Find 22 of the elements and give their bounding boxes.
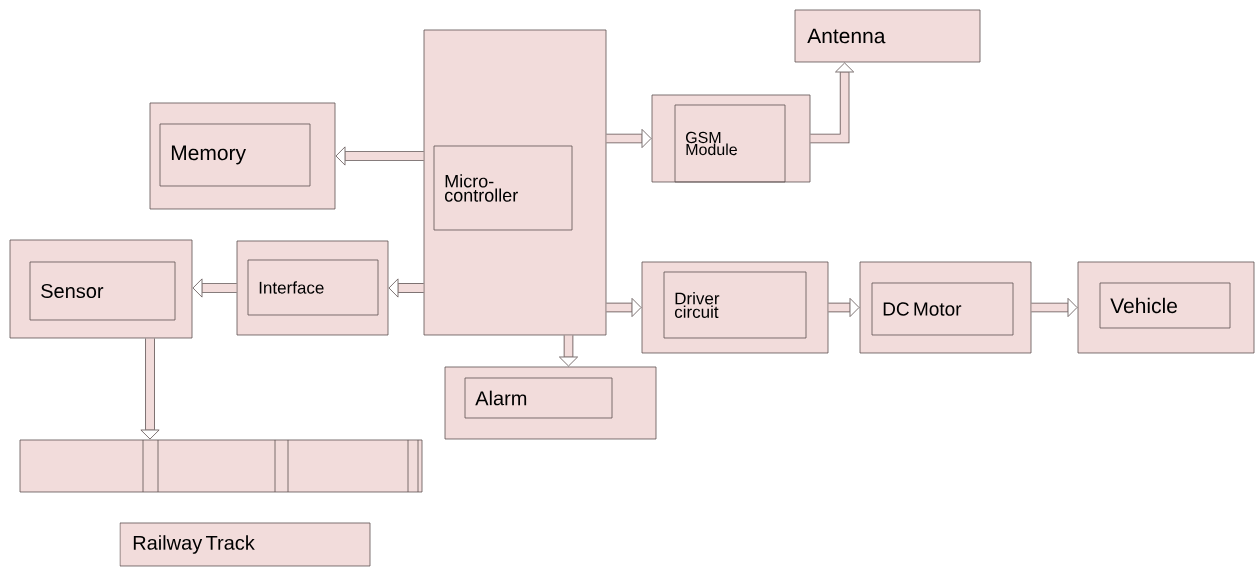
block-arrow xyxy=(828,298,860,317)
block-arrow xyxy=(1031,298,1078,317)
block-box: Sensor xyxy=(9,239,193,339)
block-box: Vehicle xyxy=(1077,261,1255,354)
block-arrow xyxy=(335,146,424,166)
block-box: GSM Module xyxy=(651,94,811,183)
block-box: Railway Track xyxy=(119,522,371,567)
block-arrow xyxy=(388,278,424,298)
block-box: Antenna xyxy=(794,9,981,63)
block-arrow xyxy=(606,129,652,148)
block-box: Alarm xyxy=(444,366,657,440)
block-box: DC Motor xyxy=(859,261,1032,354)
block-box: Interface xyxy=(236,240,389,336)
block-arrow xyxy=(559,335,578,367)
track-bar xyxy=(19,439,423,493)
block-arrow xyxy=(606,298,642,317)
block-box: Driver circuit xyxy=(641,261,829,354)
block-box: Memory xyxy=(149,102,336,210)
block-arrow xyxy=(810,62,855,144)
block-arrow xyxy=(192,278,237,298)
block-arrow xyxy=(140,338,160,440)
block-box: Micro-controller xyxy=(423,29,607,336)
